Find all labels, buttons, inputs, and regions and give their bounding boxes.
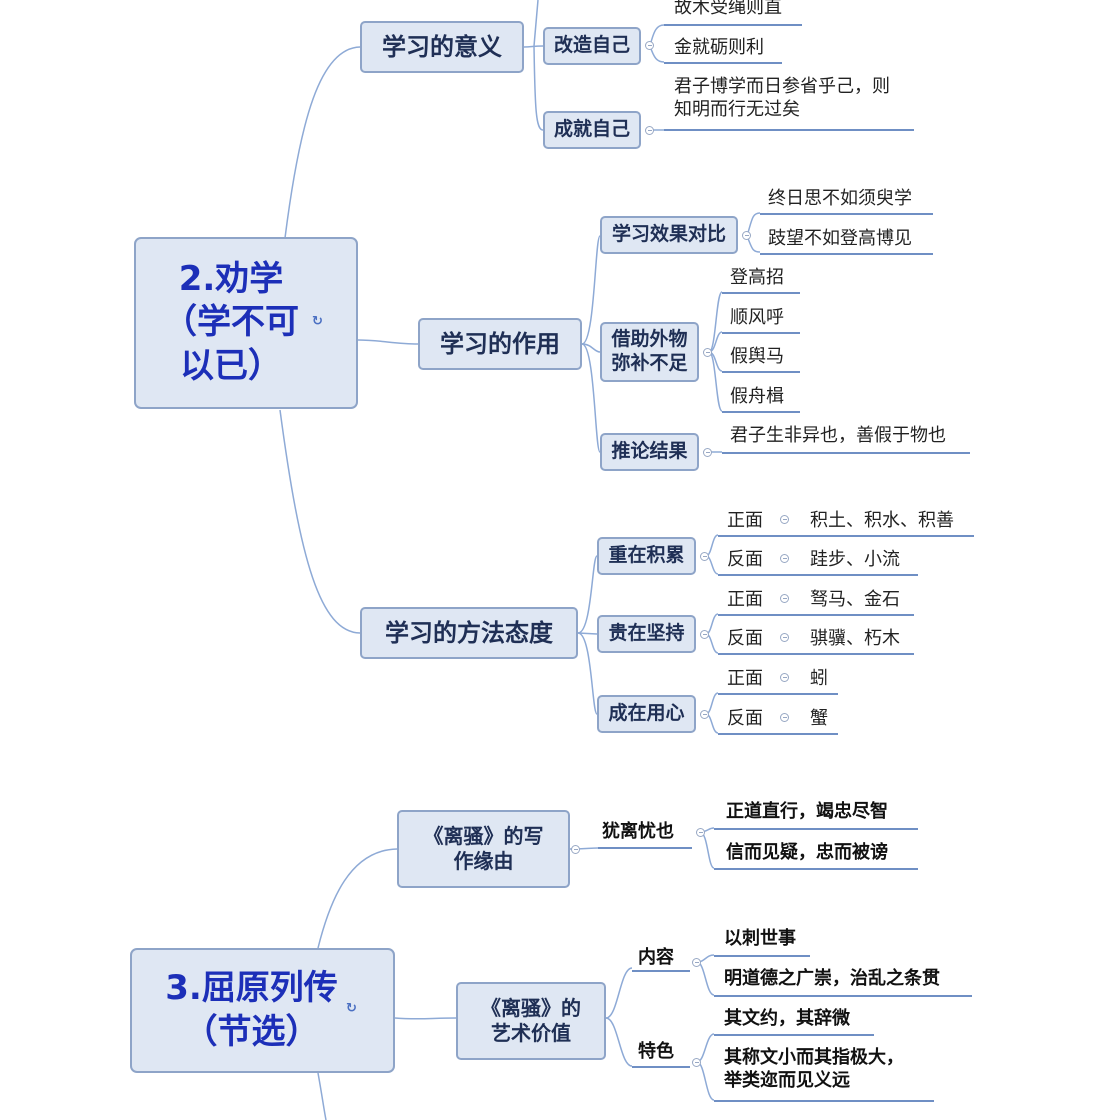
leaf-item: 其文约，其辞微 [724,1008,850,1029]
leaf-item: 跬步、小流 [810,549,900,570]
leaf-feature-label: 特色 [638,1041,674,1062]
root-topic-quan-xue[interactable]: 2.劝学 （学不可 以已） [134,237,358,409]
leaf-underline [632,1066,690,1068]
leaf-side: 正面 [727,589,763,610]
leaf-item: 骐骥、朽木 [810,628,900,649]
collapse-dot-icon[interactable] [780,633,789,642]
leaf-item: 金就砺则利 [674,37,764,58]
leaf-item: 君子生非异也，善假于物也 [730,425,946,446]
leaf-item: 驽马、金石 [810,589,900,610]
topic-lisao-reason[interactable]: 《离骚》的写 作缘由 [397,810,570,888]
leaf-item: 正道直行，竭忠尽智 [726,801,888,822]
collapse-dot-icon[interactable] [700,710,709,719]
topic-learning-effect[interactable]: 学习的作用 [418,318,582,370]
topic-learning-meaning[interactable]: 学习的意义 [360,21,524,73]
collapse-dot-icon[interactable] [780,515,789,524]
topic-inference-result[interactable]: 推论结果 [600,433,699,471]
leaf-underline [722,371,800,373]
leaf-underline [714,1034,874,1036]
leaf-item: 假舟楫 [730,386,784,407]
leaf-item: 信而见疑，忠而被谤 [726,842,888,863]
collapse-dot-icon[interactable] [780,673,789,682]
leaf-underline [718,733,838,735]
leaf-underline [714,828,918,830]
leaf-underline [598,847,692,849]
leaf-underline [722,332,800,334]
leaf-side: 反面 [727,708,763,729]
leaf-side: 正面 [727,668,763,689]
topic-accumulation[interactable]: 重在积累 [597,537,696,575]
leaf-side: 反面 [727,628,763,649]
topic-learning-method[interactable]: 学习的方法态度 [360,607,578,659]
leaf-item: 积土、积水、积善 [810,510,954,531]
leaf-item: 君子博学而日参省乎己，则 知明而行无过矣 [674,76,890,121]
leaf-item: 明道德之广崇，治乱之条贯 [724,968,940,989]
leaf-underline [722,411,800,413]
collapse-dot-icon[interactable] [780,713,789,722]
topic-mark-icon: ↻ [346,1001,357,1016]
collapse-dot-icon[interactable] [703,448,712,457]
leaf-content-label: 内容 [638,947,674,968]
collapse-dot-icon[interactable] [742,231,751,240]
leaf-underline [760,213,933,215]
collapse-dot-icon[interactable] [780,594,789,603]
leaf-underline [760,253,933,255]
leaf-item: 蟹 [810,708,828,729]
topic-concentration[interactable]: 成在用心 [597,695,696,733]
leaf-underline [722,452,970,454]
leaf-item: 顺风呼 [730,307,784,328]
leaf-underline [664,24,802,26]
leaf-item: 假舆马 [730,346,784,367]
topic-effect-comparison[interactable]: 学习效果对比 [600,216,738,254]
topic-gaizao-ziji[interactable]: 改造自己 [543,27,641,65]
leaf-item: 其称文小而其指极大， 举类迩而见义远 [724,1047,904,1092]
leaf-item: 以刺世事 [724,928,796,949]
leaf-side: 反面 [727,549,763,570]
collapse-dot-icon[interactable] [645,41,654,50]
leaf-underline [714,1100,934,1102]
leaf-underline [722,292,800,294]
leaf-underline [664,129,914,131]
collapse-dot-icon[interactable] [692,958,701,967]
leaf-item: 终日思不如须臾学 [768,188,912,209]
collapse-dot-icon[interactable] [571,845,580,854]
leaf-underline [664,62,782,64]
leaf-underline [714,995,972,997]
topic-mark-icon: ↻ [312,314,323,329]
leaf-item: 跂望不如登高博见 [768,228,912,249]
leaf-underline [714,955,810,957]
topic-external-aid[interactable]: 借助外物 弥补不足 [600,322,699,382]
leaf-item: 登高招 [730,267,784,288]
leaf-underline [714,868,918,870]
collapse-dot-icon[interactable] [696,828,705,837]
leaf-underline [718,614,914,616]
topic-lisao-art-value[interactable]: 《离骚》的 艺术价值 [456,982,606,1060]
leaf-underline [718,693,838,695]
collapse-dot-icon[interactable] [700,552,709,561]
leaf-item: 蚓 [810,668,828,689]
leaf-underline [718,653,914,655]
collapse-dot-icon[interactable] [645,126,654,135]
leaf-underline [632,970,690,972]
leaf-yu-li-you: 犹离忧也 [602,821,674,842]
collapse-dot-icon[interactable] [700,630,709,639]
leaf-underline [718,535,974,537]
leaf-item: 故木受绳则直 [674,0,782,18]
topic-chengjiu-ziji[interactable]: 成就自己 [543,111,641,149]
collapse-dot-icon[interactable] [780,554,789,563]
leaf-side: 正面 [727,510,763,531]
root-topic-qu-yuan[interactable]: 3.屈原列传 （节选） [130,948,395,1073]
collapse-dot-icon[interactable] [703,348,712,357]
topic-persistence[interactable]: 贵在坚持 [597,615,696,653]
leaf-underline [718,574,918,576]
collapse-dot-icon[interactable] [692,1058,701,1067]
